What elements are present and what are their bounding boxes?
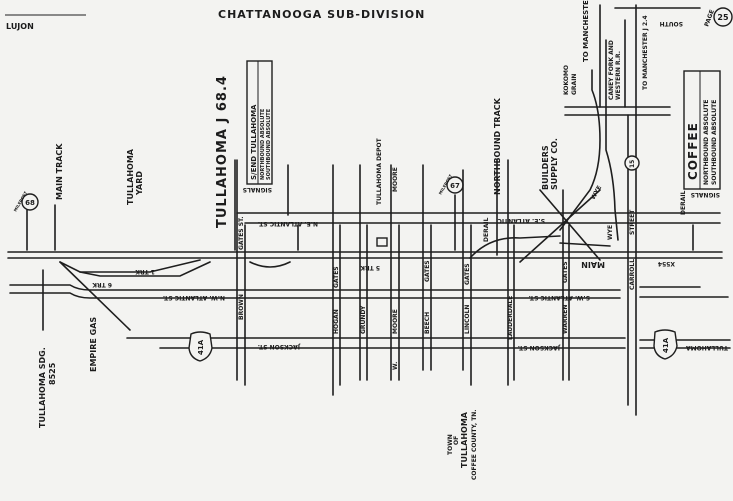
street-lincoln: LINCOLN [464,305,471,334]
street-warren: WARREN [562,305,569,334]
signals-caption: SIGNALS [243,186,272,193]
track-label-6: 6 TRK [92,281,112,288]
street-moore-2: MOORE [392,167,399,192]
empire-gas-label: EMPIRE GAS [89,317,98,372]
track-label-5: 5 TRK [360,264,380,271]
station-label: TULLAHOMA J 68.4 [215,75,230,228]
to-manchester-junction-label: TO MANCHESTER J 2.4 [642,15,649,90]
track-label-1: 1 TRK [135,268,155,275]
builders-label-2: SUPPLY CO. [550,138,559,190]
street-sw-atlantic: S.W. ATLANTIC ST. [529,294,590,301]
street-gates-5: GATES [562,261,569,283]
route-shield-41a-east: 41A [653,329,678,360]
signal-box-northbound: NORTHBOUND ABSOLUTE [260,108,266,180]
street-brown: BROWN [238,294,245,320]
sdg-label-1: TULLAHOMA SDG. [38,347,47,428]
signals-caption: SIGNALS [691,191,720,198]
sdg-label-2: 8525 [48,362,57,385]
route-shield-15: 15 [624,155,640,171]
derail-label-1: DERAIL [483,217,490,242]
town-label-2: OF [453,436,460,445]
signal-box-south-end-tullahoma: S/END TULLAHOMA NORTHBOUND ABSOLUTE SOUT… [243,60,273,193]
branch-tracks [26,39,694,331]
street-lauderdale: LAUDERDALE [507,296,514,340]
route-shield-41a-west: 41A [188,331,213,362]
town-label-1: TOWN [447,434,454,455]
main-track-label: MAIN TRACK [55,143,64,200]
street-moore-1: MOORE [392,309,399,334]
grain-label-1: KOKOMO [563,65,570,95]
street-ne-atlantic: N.E. ATLANTIC ST. [258,220,318,227]
milepost-68: 68 MILEPOST [13,190,39,213]
route-number: 15 [629,160,636,168]
wye-label-2: WYE [607,225,614,240]
milepost-67: 67 MILEPOST [438,173,464,196]
street-hogan: HOGAN [333,309,340,334]
signal-box-title: S/END TULLAHOMA [250,104,258,180]
street-carroll: CARROLL [629,259,636,290]
caney-fork-label-2: WESTERN R.R. [615,51,622,100]
grain-label-2: GRAIN [571,74,578,95]
builders-label-1: BUILDERS [541,145,550,190]
x554-label: X554 [658,260,675,267]
street-gates-2: GATES [333,266,340,288]
northbound-track-label: NORTHBOUND TRACK [493,97,502,195]
route-number: 41A [197,339,205,355]
depot-label: TULLAHOMA DEPOT [376,137,383,205]
caney-fork-label-1: CANEY FORK AND [608,40,615,100]
to-manchester-label: TO MANCHESTER [582,0,590,62]
corner-label: LUJON [6,22,34,31]
signal-box-coffee: COFFEE NORTHBOUND ABSOLUTE SOUTHBOUND AB… [683,70,721,198]
yard-label-1: TULLAHOMA [126,148,135,205]
depot-building [376,237,388,247]
signal-box-title: COFFEE [686,122,700,180]
street-beech: BEECH [424,312,431,334]
street-grundy: GRUNDY [360,305,367,334]
street-jackson-1: JACKSON ST. [258,343,301,350]
streets [9,4,731,416]
town-label-3: TULLAHOMA [460,411,469,468]
signal-box-southbound: SOUTHBOUND ABSOLUTE [266,108,272,180]
street-nw-atlantic: N.W. ATLANTIC ST. [163,294,225,301]
map-title: CHATTANOOGA SUB-DIVISION [218,8,425,21]
street-w: W. [392,362,399,370]
street-jackson-2: JACKSON ST. [518,344,561,351]
street-street: STREET [629,209,636,235]
main-label: MAIN [581,260,605,269]
south-label: SOUTH [660,20,683,27]
signal-box-southbound: SOUTHBOUND ABSOLUTE [711,100,718,185]
milepost-number: 67 [450,182,460,190]
page-number-text: 25 [717,13,729,22]
signal-box-northbound: NORTHBOUND ABSOLUTE [703,99,710,185]
street-gates-1: GATES ST. [238,217,245,251]
milepost-number: 68 [25,199,35,207]
street-gates-4: GATES [464,263,471,285]
yard-label-2: YARD [135,171,144,196]
derail-label-2: DERAIL [680,190,687,215]
page-marker: 25 PAGE [703,7,733,28]
main-track-lines [7,235,723,277]
street-gates-3: GATES [424,260,431,282]
street-se-atlantic: S.E. ATLANTIC [497,217,545,224]
street-tullahoma: TULLAHOMA [686,344,728,351]
route-number: 41A [662,337,670,353]
town-label-4: COFFEE COUNTY, TN. [471,409,478,480]
